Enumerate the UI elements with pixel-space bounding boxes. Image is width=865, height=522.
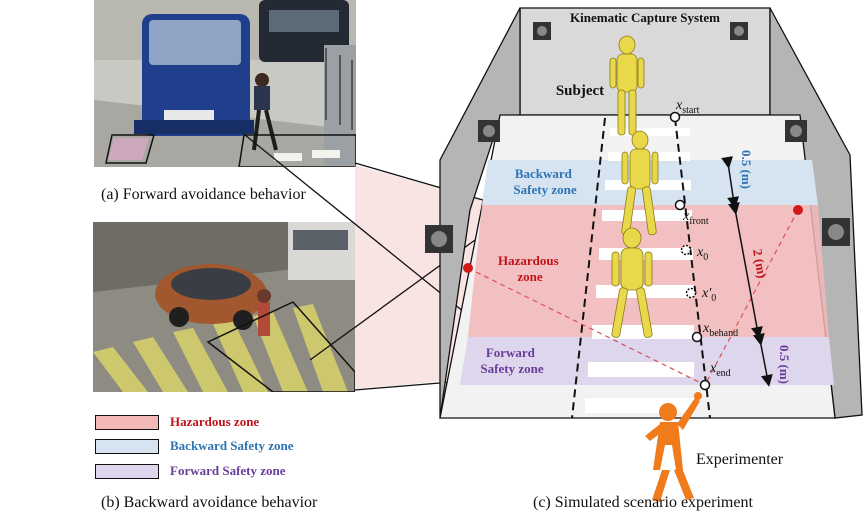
- system-title: Kinematic Capture System: [570, 10, 720, 25]
- photo-forward-avoidance: [94, 0, 356, 167]
- legend-swatch-forward-safety: [95, 464, 159, 479]
- label-x-behand: xbehand: [702, 321, 738, 339]
- camera-icon: [730, 22, 748, 40]
- experimenter-figure: [645, 392, 702, 502]
- vehicle-marker-right: [793, 205, 803, 215]
- marker-x0-prime: [685, 287, 697, 299]
- legend-label-forward-safety: Forward Safety zone: [170, 463, 286, 478]
- marker-x-behand: [691, 331, 703, 343]
- label-x0: x0: [696, 245, 708, 263]
- marker-x0: [680, 244, 692, 256]
- legend-swatch-hazardous: [95, 415, 159, 430]
- marker-x-front: [674, 199, 686, 211]
- label-x-start: xstart: [675, 98, 700, 116]
- subject-figure: [609, 35, 659, 338]
- camera-icon: [822, 218, 850, 246]
- photo-backward-avoidance: [93, 222, 355, 392]
- zone-label-hazardous: Hazardous zone: [498, 253, 562, 284]
- camera-icon: [533, 22, 551, 40]
- marker-x-end: [699, 379, 711, 391]
- dim-arrow-bottom: [752, 332, 773, 387]
- label-x0-prime: x′0: [701, 286, 716, 304]
- dim-arrow-top: [721, 156, 740, 209]
- label-x-end: xend: [709, 361, 731, 379]
- dim-label-middle: 2 (m): [750, 248, 770, 279]
- vehicle-marker-left: [463, 263, 473, 273]
- caption-c: (c) Simulated scenario experiment: [533, 494, 753, 511]
- legend-swatch-backward-safety: [95, 439, 159, 454]
- caption-a: (a) Forward avoidance behavior: [101, 186, 306, 203]
- legend-label-backward-safety: Backward Safety zone: [170, 438, 294, 453]
- camera-icon: [425, 225, 453, 253]
- dim-label-bottom: 0.5 (m): [777, 345, 792, 384]
- subject-label: Subject: [556, 83, 604, 99]
- experimenter-label: Experimenter: [696, 451, 784, 468]
- legend-label-hazardous: Hazardous zone: [170, 414, 260, 429]
- dim-label-top: 0.5 (m): [739, 150, 754, 189]
- caption-b: (b) Backward avoidance behavior: [101, 494, 318, 511]
- zone-label-backward: Backward Safety zone: [513, 166, 576, 197]
- label-x-front: xfront: [682, 209, 709, 227]
- marker-x-start: [669, 111, 681, 123]
- zone-label-forward: Forward Safety zone: [480, 345, 543, 376]
- zone-forward-safety: [460, 337, 834, 385]
- camera-icon: [785, 120, 807, 142]
- camera-icon: [478, 120, 500, 142]
- dim-arrow-middle: [728, 202, 763, 339]
